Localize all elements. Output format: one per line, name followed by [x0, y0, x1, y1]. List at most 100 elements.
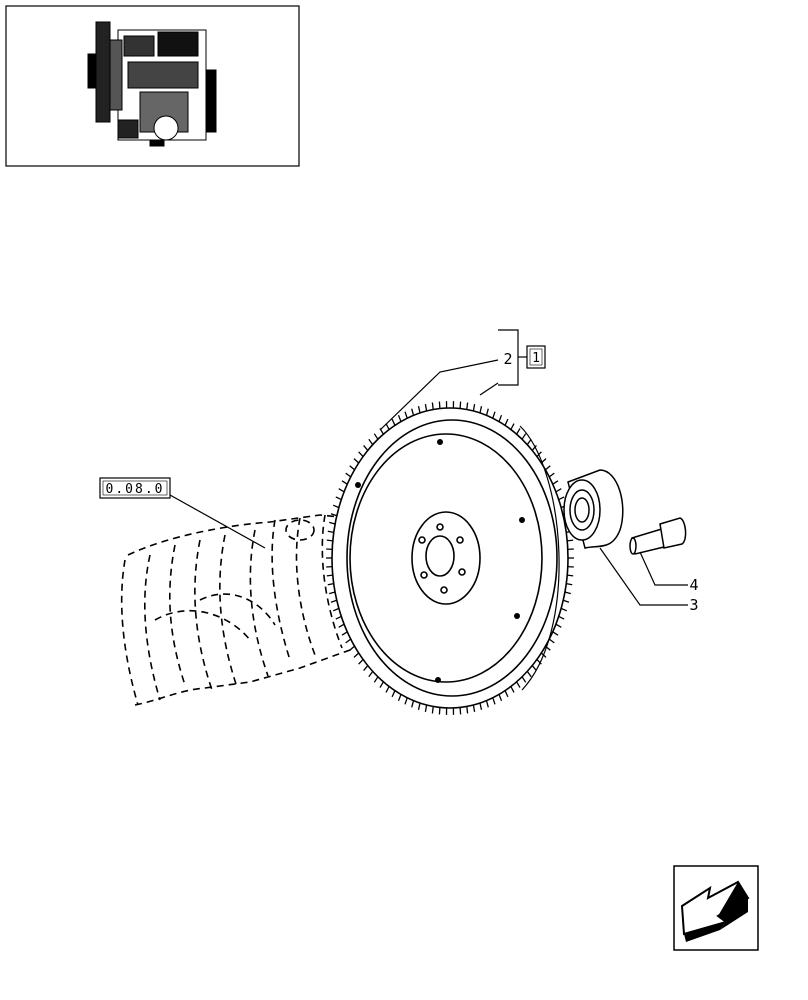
gear-tooth	[555, 623, 562, 628]
gear-tooth	[338, 623, 345, 628]
gear-tooth	[545, 465, 551, 471]
gear-tooth	[492, 697, 496, 705]
gear-tooth	[479, 702, 483, 710]
screw[interactable]	[629, 517, 687, 555]
gear-tooth	[485, 700, 489, 708]
gear-tooth	[385, 686, 390, 693]
gear-tooth	[498, 694, 503, 702]
gear-tooth	[566, 582, 573, 586]
flywheel-ring-gear-teeth	[326, 401, 574, 715]
gear-tooth	[526, 671, 532, 678]
crankshaft	[120, 514, 406, 706]
gear-tooth	[391, 690, 396, 698]
gear-tooth	[516, 428, 521, 435]
gear-tooth	[459, 401, 462, 409]
gear-tooth	[560, 607, 568, 612]
gear-tooth	[397, 414, 402, 422]
engine-thumbnail[interactable]	[5, 5, 300, 167]
gear-tooth	[329, 521, 336, 525]
gear-tooth	[438, 707, 441, 715]
reference-box-group-label: 1	[532, 351, 540, 366]
gear-tooth	[373, 433, 379, 440]
gear-tooth	[424, 704, 428, 713]
gear-tooth	[466, 402, 469, 410]
gear-tooth	[417, 702, 421, 710]
gear-tooth	[510, 423, 515, 430]
gear-tooth	[363, 444, 369, 451]
gear-tooth	[536, 658, 542, 665]
gear-tooth	[326, 539, 333, 542]
reference-box-assembly-label: 0.08.0	[106, 482, 165, 497]
gear-tooth	[379, 681, 384, 688]
gear-tooth	[498, 414, 503, 422]
gear-tooth	[349, 465, 355, 471]
gear-tooth	[431, 402, 434, 410]
gear-tooth	[562, 599, 570, 603]
gear-tooth	[459, 707, 462, 715]
gear-tooth	[424, 403, 428, 412]
gear-tooth	[479, 406, 483, 414]
gear-tooth	[335, 615, 342, 620]
gear-tooth	[438, 401, 441, 409]
reference-box-assembly[interactable]: 0.08.0	[99, 477, 171, 499]
gear-tooth	[330, 599, 338, 603]
gear-tooth	[558, 496, 565, 501]
gear-tooth	[492, 411, 496, 419]
gear-tooth	[349, 645, 355, 651]
gear-tooth	[567, 539, 574, 542]
reference-box-group[interactable]: 1	[526, 345, 546, 369]
gear-tooth	[327, 582, 334, 586]
gear-tooth	[397, 694, 402, 702]
callout-2: 2	[503, 350, 512, 368]
gear-tooth	[472, 403, 476, 412]
flywheel[interactable]	[326, 401, 574, 715]
bearing[interactable]	[563, 469, 624, 549]
gear-tooth	[521, 433, 527, 440]
gear-tooth	[555, 488, 562, 493]
gear-tooth	[521, 676, 527, 683]
gear-tooth	[385, 423, 390, 430]
gear-tooth	[368, 671, 374, 678]
gear-tooth	[358, 451, 364, 458]
leader-lines	[169, 329, 688, 606]
gear-tooth	[332, 504, 340, 509]
gear-tooth	[363, 665, 369, 672]
gear-tooth	[431, 706, 434, 714]
gear-tooth	[504, 418, 509, 426]
gear-tooth	[564, 591, 571, 595]
gear-tooth	[411, 700, 415, 708]
gear-tooth	[472, 704, 476, 713]
gear-tooth	[558, 615, 565, 620]
gear-tooth	[404, 411, 408, 419]
gear-tooth	[404, 697, 408, 705]
gear-tooth	[327, 530, 334, 534]
gear-tooth	[485, 408, 489, 416]
gear-tooth	[335, 496, 342, 501]
gear-tooth	[326, 574, 333, 577]
gear-tooth	[373, 676, 379, 683]
gear-tooth	[466, 706, 469, 714]
callout-4: 4	[689, 576, 698, 594]
gear-tooth	[531, 665, 537, 672]
gear-tooth	[368, 438, 374, 445]
gear-tooth	[516, 681, 521, 688]
gear-tooth	[504, 690, 509, 698]
gear-tooth	[353, 458, 360, 464]
gear-tooth	[391, 418, 396, 426]
gear-tooth	[329, 591, 336, 595]
gear-tooth	[548, 638, 555, 644]
gear-tooth	[338, 488, 345, 493]
gear-tooth	[417, 406, 421, 414]
gear-tooth	[345, 472, 352, 478]
next-page-arrow-icon	[680, 880, 750, 942]
gear-tooth	[341, 631, 348, 636]
gear-tooth	[552, 631, 559, 636]
gear-tooth	[567, 574, 574, 577]
gear-tooth	[345, 638, 352, 644]
next-page-button[interactable]	[673, 865, 759, 951]
gear-tooth	[358, 658, 364, 665]
gear-tooth	[510, 686, 515, 693]
gear-tooth	[341, 480, 348, 485]
gear-tooth	[353, 652, 360, 658]
